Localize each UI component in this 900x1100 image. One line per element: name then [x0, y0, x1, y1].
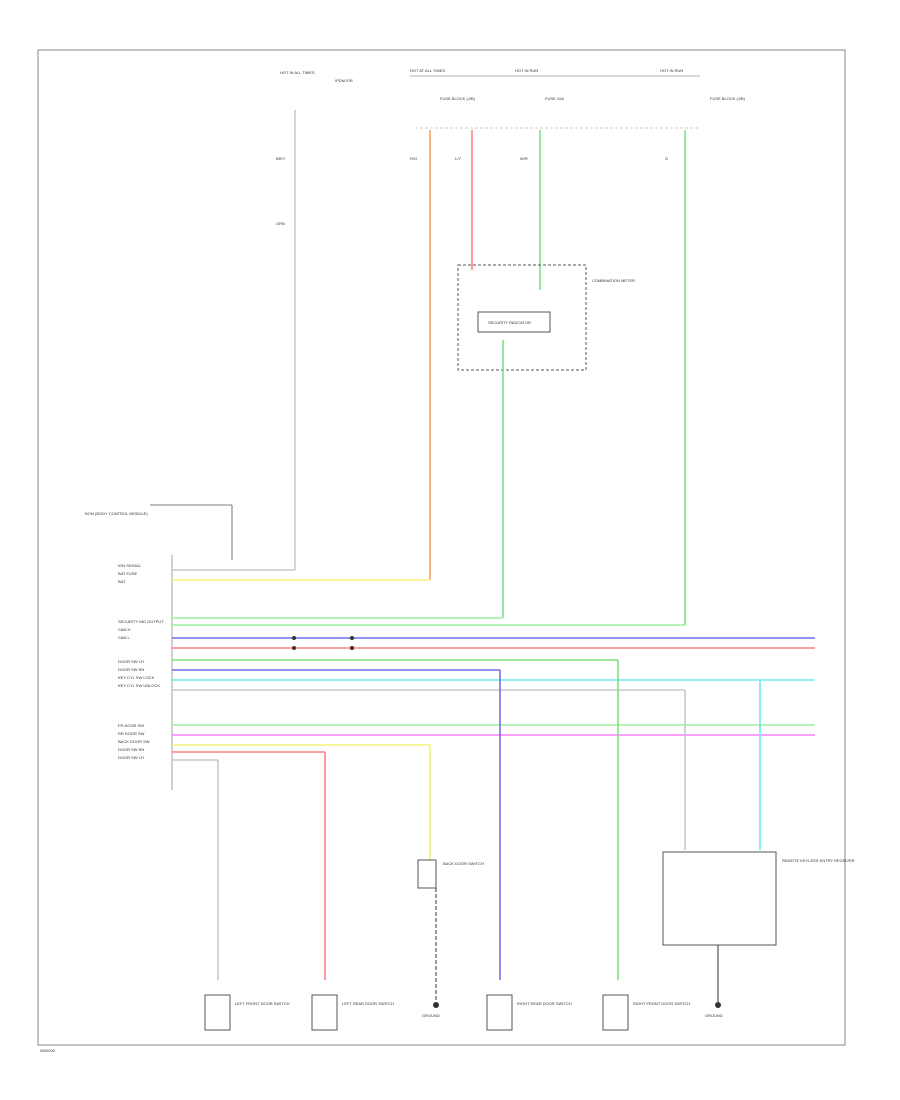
left-label-4: CAN H — [118, 627, 131, 632]
door-switch-rf-box — [602, 994, 629, 1031]
door-switch-rf-label: RIGHT FRONT DOOR SWITCH — [633, 1001, 690, 1006]
left-label-7: DOOR SW RH — [118, 667, 145, 672]
door-switch-rr-label: RIGHT REAR DOOR SWITCH — [517, 1001, 572, 1006]
combination-meter-box — [457, 264, 587, 371]
left-label-10: FR DOOR SW — [118, 723, 144, 728]
joint-connector-4 — [350, 646, 354, 650]
left-label-1: BAT FUSE — [118, 571, 138, 576]
left-label-14: DOOR SW LH — [118, 755, 144, 760]
wire-label-1: BR/Y — [276, 156, 286, 161]
door-switch-lr-label: LEFT REAR DOOR SWITCH — [342, 1001, 394, 1006]
left-label-12: BACK DOOR SW — [118, 739, 150, 744]
wire-label-6: G — [665, 156, 668, 161]
door-switch-lr-box — [311, 994, 338, 1031]
left-label-9: KEY CYL SW UNLOCK — [118, 683, 160, 688]
combination-meter-label: COMBINATION METER — [592, 278, 635, 283]
wire-label-4: L/Y — [455, 156, 461, 161]
left-label-2: BAT — [118, 579, 126, 584]
ground-1-symbol — [433, 1002, 439, 1008]
hot-label-c: HOT IN RUN — [515, 68, 538, 73]
back-door-switch-box — [417, 859, 437, 889]
door-switch-lf-box — [204, 994, 231, 1031]
ground-2-symbol — [715, 1002, 721, 1008]
hot-label-d: HOT IN RUN — [660, 68, 683, 73]
ground-1-label: GROUND — [422, 1013, 440, 1018]
left-label-5: CAN L — [118, 635, 131, 640]
left-label-11: RR DOOR SW — [118, 731, 145, 736]
joint-connector-3 — [350, 636, 354, 640]
joint-connector-1 — [292, 636, 296, 640]
security-indicator-box — [477, 311, 551, 333]
wire-label-2: GRN — [276, 221, 285, 226]
hot-label-a: HOT IN ALL TIMES — [280, 70, 315, 75]
fuse-c-label: FUSE 10A — [545, 96, 564, 101]
left-connector-labels: IGN SIGNAL BAT FUSE BAT SECURITY IND OUT… — [118, 563, 164, 760]
keyless-receiver-box — [662, 851, 777, 946]
hot-label-b: HOT AT ALL TIMES — [410, 68, 445, 73]
wire-label-5: W/R — [520, 156, 528, 161]
fuse-a-label: IPDM E/R — [335, 78, 353, 83]
back-door-switch-label: BACK DOOR SWITCH — [443, 861, 484, 866]
joint-connector-2 — [292, 646, 296, 650]
left-label-3: SECURITY IND OUTPUT — [118, 619, 164, 624]
left-label-8: KEY CYL SW LOCK — [118, 675, 155, 680]
ground-2-label: GROUND — [705, 1013, 723, 1018]
wire-label-3: R/G — [410, 156, 417, 161]
footer-code: W00000 — [40, 1048, 56, 1053]
bcm-top-label: BCM (BODY CONTROL MODULE) — [85, 511, 148, 516]
keyless-receiver-label: REMOTE KEYLESS ENTRY RECEIVER — [782, 858, 855, 863]
door-switch-lf-label: LEFT FRONT DOOR SWITCH — [235, 1001, 290, 1006]
security-indicator-label: SECURITY INDICATOR — [488, 320, 531, 325]
door-switch-rr-box — [486, 994, 513, 1031]
left-label-13: DOOR SW RH — [118, 747, 145, 752]
diagram-frame — [37, 49, 846, 1046]
left-label-6: DOOR SW LH — [118, 659, 144, 664]
fuse-b-label: FUSE BLOCK (J/B) — [440, 96, 476, 101]
left-label-0: IGN SIGNAL — [118, 563, 142, 568]
fuse-d-label: FUSE BLOCK (J/B) — [710, 96, 746, 101]
